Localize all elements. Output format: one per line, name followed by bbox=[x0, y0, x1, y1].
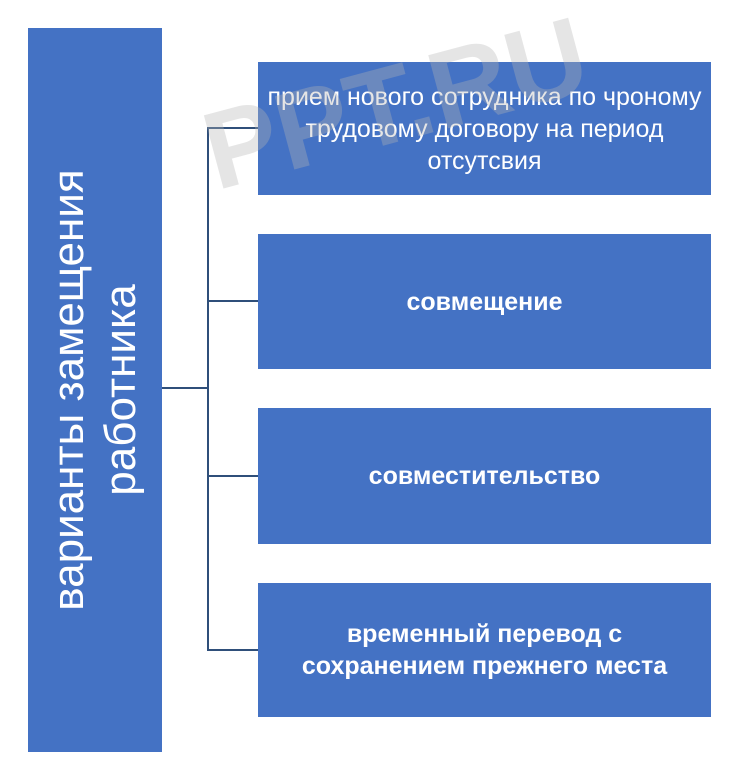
connector-spine bbox=[207, 128, 209, 651]
root-node: варианты замещения работника bbox=[28, 28, 162, 752]
root-label-line1: варианты замещения bbox=[44, 169, 93, 611]
option-box-part-time: совместительство bbox=[258, 408, 711, 544]
connector-branch bbox=[207, 127, 258, 129]
option-box-new-employee: прием нового сотрудника по чроному трудо… bbox=[258, 62, 711, 195]
connector-branch bbox=[207, 475, 258, 477]
connector-branch bbox=[207, 649, 258, 651]
option-label: совместительство bbox=[368, 462, 601, 490]
option-label: совмещение bbox=[406, 287, 563, 316]
root-label: варианты замещения работника bbox=[43, 40, 147, 740]
option-box-temporary-transfer: временный перевод с сохранением прежнего… bbox=[258, 583, 711, 717]
option-label: временный перевод с сохранением прежнего… bbox=[301, 620, 668, 680]
option-label: прием нового сотрудника по чроному трудо… bbox=[267, 82, 702, 175]
connector-trunk bbox=[162, 387, 208, 389]
option-box-combination: совмещение bbox=[258, 234, 711, 369]
connector-branch bbox=[207, 300, 258, 302]
root-label-line2: работника bbox=[96, 284, 145, 496]
